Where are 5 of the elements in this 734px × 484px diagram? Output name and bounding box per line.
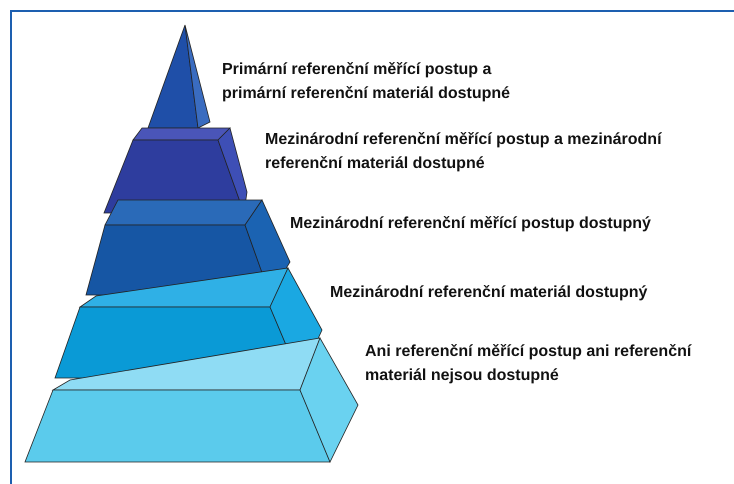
layer-label: Mezinárodní referenční měřící postup dostupný — [290, 214, 652, 234]
layer-label: Mezinárodní referenční materiál dostupný — [330, 283, 648, 303]
layer-label: Mezinárodní referenční měřící postup a mezinárodní referenční materiál dostupné — [265, 130, 663, 174]
layer-label: Ani referenční měřící postup ani referenční materiál nejsou dostupné — [365, 342, 693, 386]
layer-label: Primární referenční měřící postup a primární referenční materiál dostupné — [222, 60, 512, 104]
